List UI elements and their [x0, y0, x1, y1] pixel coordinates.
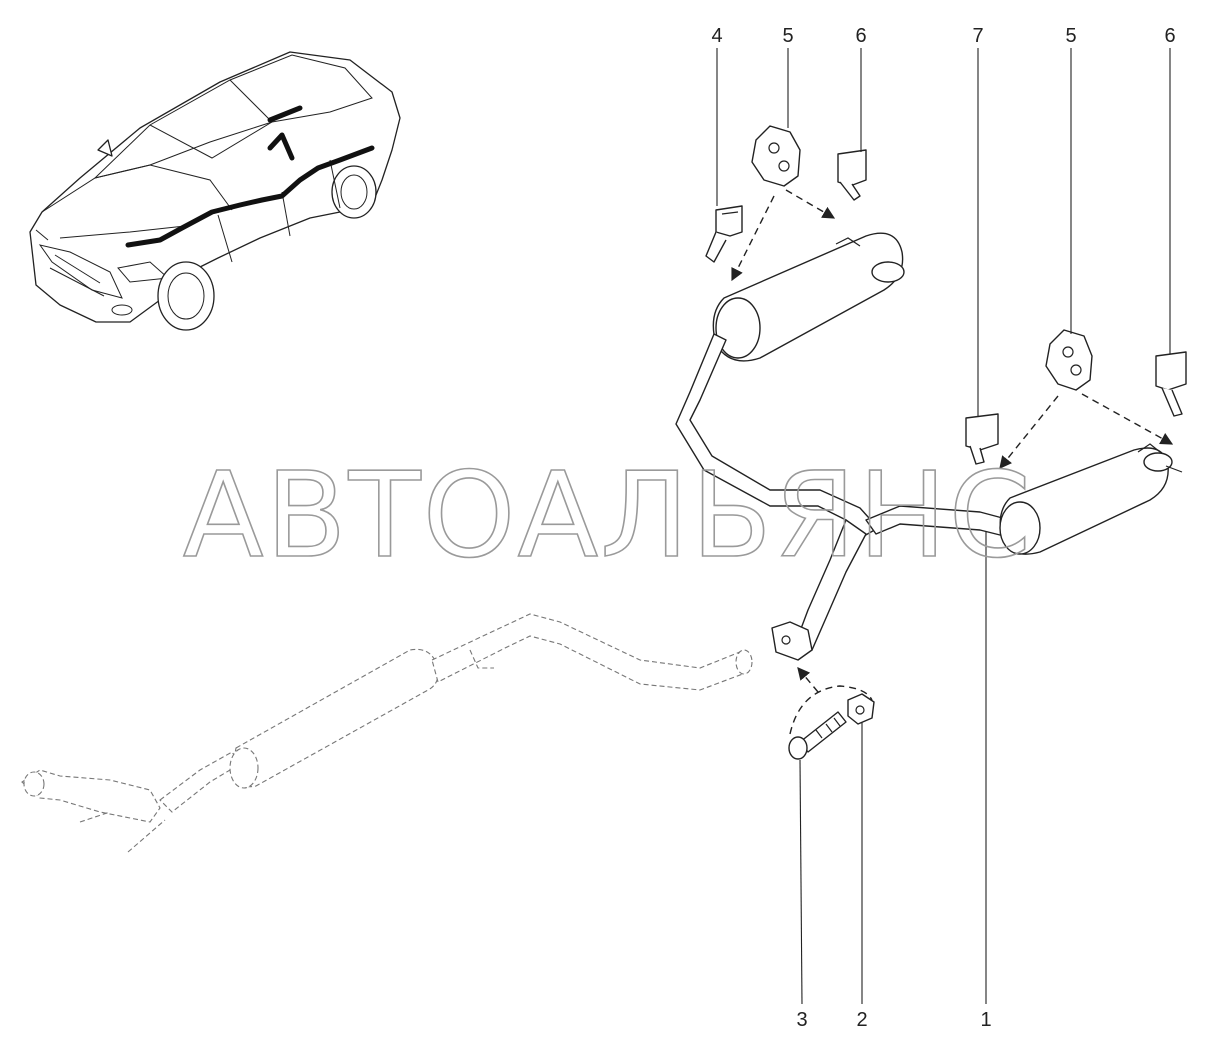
watermark-text: АВТОАЛЬЯНС	[183, 446, 1033, 584]
rear-exhaust-pipe-assembly	[675, 232, 1183, 661]
hanger-6-upper	[837, 149, 867, 201]
callout-6-lower: 6	[1164, 25, 1175, 47]
callout-5-lower: 5	[1065, 25, 1076, 47]
nut-2	[847, 693, 875, 725]
callout-5-upper: 5	[782, 25, 793, 47]
callout-6-upper: 6	[855, 25, 866, 47]
bolt-3	[788, 711, 847, 760]
callout-4: 4	[711, 25, 722, 47]
callout-3: 3	[796, 1009, 807, 1031]
hanger-bracket-4	[705, 205, 743, 263]
callout-1: 1	[980, 1009, 991, 1031]
front-exhaust-section-reference	[21, 613, 753, 853]
hanger-6-lower	[1155, 351, 1187, 417]
rubber-mount-5-upper	[751, 125, 801, 187]
assembly-arrows	[731, 189, 1174, 735]
rubber-mount-5-lower	[1045, 329, 1093, 391]
vehicle-locator-illustration	[29, 51, 401, 331]
leader-lines	[716, 48, 1171, 1005]
callout-7: 7	[972, 25, 983, 47]
callout-2: 2	[856, 1009, 867, 1031]
hanger-7	[965, 413, 999, 465]
callout-labels: 4 5 6 7 5 6 3 2 1	[711, 25, 1175, 1031]
